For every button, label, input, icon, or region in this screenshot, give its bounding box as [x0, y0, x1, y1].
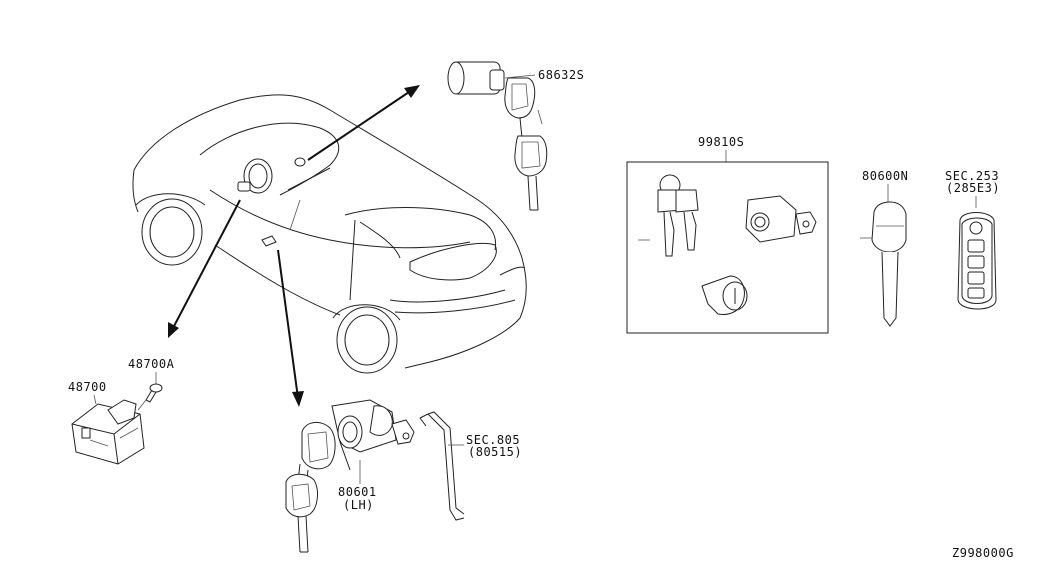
- car-illustration: [132, 94, 527, 374]
- label-sec805-sub: (80515): [468, 445, 522, 459]
- door-lock-cylinder-80601: [285, 399, 415, 553]
- label-68632s: 68632S: [538, 68, 584, 82]
- steering-lock-unit-48700: [71, 399, 145, 465]
- arrow-to-80601: [277, 249, 304, 407]
- kit-trunk-cylinder: [701, 275, 748, 315]
- leader-68632s: [504, 74, 536, 79]
- arrow-to-48700: [168, 199, 241, 338]
- label-sec805: SEC.805: [466, 433, 520, 447]
- label-99810s: 99810S: [698, 135, 744, 149]
- label-80600n: 80600N: [862, 169, 908, 183]
- blank-key-80600n: [860, 201, 907, 327]
- label-80601: 80601: [338, 485, 377, 499]
- kit-box-99810s: [626, 161, 829, 334]
- screw-48700a: [137, 383, 163, 411]
- trunk-lock-cylinder-68632s: [447, 61, 548, 211]
- diagram-code: Z998000G: [952, 546, 1014, 560]
- label-80601-sub: (LH): [343, 498, 374, 512]
- label-sec253: SEC.253: [945, 169, 999, 183]
- label-sec253-sub: (285E3): [946, 181, 1000, 195]
- lock-rod-80515: [419, 411, 465, 521]
- label-48700: 48700: [68, 380, 107, 394]
- intelligent-key-fob: [957, 212, 997, 310]
- label-48700a: 48700A: [128, 357, 175, 371]
- kit-keys: [638, 174, 699, 257]
- kit-door-cylinder: [745, 195, 817, 243]
- arrow-to-68632s: [307, 85, 420, 161]
